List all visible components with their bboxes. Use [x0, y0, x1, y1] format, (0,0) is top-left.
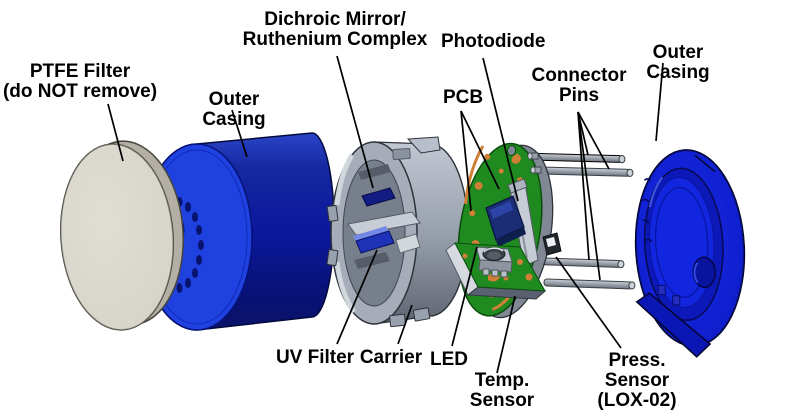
carrier-claw-top	[334, 153, 355, 206]
pin-nubs	[527, 152, 542, 174]
uv-filter-element	[355, 230, 395, 254]
label-photodiode: Photodiode	[441, 31, 546, 52]
label-pcb: PCB	[442, 87, 484, 108]
photodiode-assembly	[485, 178, 539, 267]
pcb-mount-hole	[507, 145, 517, 156]
label-dichroic-mirror: Dichroic Mirror/ Ruthenium Complex	[242, 9, 428, 51]
carrier-tab-left-upper	[326, 205, 339, 222]
photodiode-highlight	[490, 201, 513, 219]
leader-outer-casing-left	[231, 109, 248, 158]
ptfe-filter-part	[60, 140, 184, 331]
connector-pin-4	[543, 278, 636, 290]
led-well-floor	[487, 251, 501, 260]
dichroic-mirror-element	[361, 187, 396, 207]
pressure-sensor-chip	[542, 232, 562, 256]
connector-pins-part	[535, 152, 636, 290]
outer-casing-rear-part	[634, 149, 746, 358]
leader-outer-casing-right	[655, 62, 664, 142]
leader-pcb-1	[460, 110, 500, 190]
leader-dichroic	[336, 55, 374, 189]
leader-uv-filter	[336, 249, 378, 345]
label-uv-filter: UV Filter	[275, 347, 355, 368]
leader-pcb-2	[460, 110, 472, 212]
label-ptfe-filter: PTFE Filter (do NOT remove)	[2, 61, 158, 103]
carrier-foot-1	[389, 313, 406, 328]
carrier-top-step	[406, 136, 441, 154]
led-leg-3	[500, 270, 508, 278]
led-package	[475, 246, 513, 278]
led-rim-highlight	[483, 247, 504, 253]
leader-carrier	[397, 304, 413, 345]
rear-small-hole	[692, 256, 717, 289]
leader-led	[451, 246, 478, 347]
label-connector-pins: Connector Pins	[531, 65, 627, 107]
leader-press-sensor	[555, 256, 622, 349]
carrier-slot-upper	[358, 164, 391, 180]
label-temp-sensor: Temp. Sensor	[469, 370, 535, 412]
led-leg-2	[491, 269, 499, 277]
label-outer-casing-left: Outer Casing	[202, 89, 266, 131]
rear-hole-highlight	[693, 261, 699, 284]
leader-ptfe	[107, 103, 124, 162]
label-outer-casing-right: Outer Casing	[646, 42, 710, 84]
leader-lines	[107, 55, 664, 374]
carrier-top-notch	[392, 147, 411, 160]
rear-top-notch	[694, 155, 716, 173]
carrier-foot-2	[412, 307, 431, 322]
label-press-sensor: Press. Sensor (LOX-02)	[597, 350, 677, 412]
leader-temp-sensor	[496, 295, 516, 374]
rear-foot-2	[671, 295, 681, 306]
carrier-tab-left-lower	[326, 249, 339, 266]
rear-molded-marks	[642, 178, 653, 243]
photodiode-base	[496, 227, 526, 247]
label-carrier: Carrier	[359, 347, 423, 368]
led-leg-1	[482, 268, 490, 276]
leader-pins-3	[577, 111, 590, 261]
carrier-shelf	[347, 211, 421, 236]
rear-foot-1	[657, 284, 666, 296]
carrier-center-block	[395, 233, 421, 254]
leader-pins-2	[577, 111, 610, 170]
uv-filter-edge	[353, 226, 389, 242]
bracket-cap	[507, 178, 528, 194]
rear-inner-line	[654, 186, 709, 298]
carrier-part	[326, 136, 469, 328]
rear-highlight-arc	[648, 176, 664, 208]
leader-photodiode	[482, 57, 519, 202]
ptfe-shading	[60, 144, 174, 330]
label-led: LED	[430, 349, 468, 370]
rear-bottom-flange	[635, 292, 712, 358]
leader-pins-4	[577, 111, 601, 281]
sensor-board-part	[445, 242, 547, 300]
connector-pin-3	[540, 257, 625, 269]
